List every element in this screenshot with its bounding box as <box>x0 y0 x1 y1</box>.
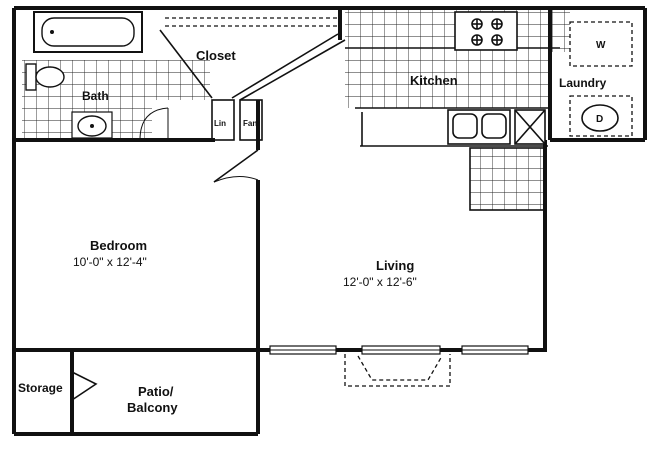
living-dims: 12'-0" x 12'-6" <box>343 275 417 289</box>
laundry-label: Laundry <box>559 76 607 90</box>
bedroom-label: Bedroom <box>90 238 147 253</box>
doors <box>71 107 259 401</box>
room-labels: Closet Bath Kitchen Laundry Lin Fan Bedr… <box>18 48 607 415</box>
dryer-mark: D <box>596 114 603 125</box>
balcony-label: Balcony <box>127 400 178 415</box>
washer-mark: W <box>596 40 606 51</box>
patio-label: Patio/ <box>138 384 174 399</box>
closet-label: Closet <box>196 48 236 63</box>
kitchen-fixtures <box>447 11 546 145</box>
living-label: Living <box>376 258 414 273</box>
bath-fixtures <box>25 11 143 139</box>
bath-label: Bath <box>82 89 109 103</box>
bedroom-dims: 10'-0" x 12'-4" <box>73 255 147 269</box>
fan-label: Fan <box>243 119 257 128</box>
kitchen-label: Kitchen <box>410 73 458 88</box>
linen-label: Lin <box>214 119 226 128</box>
windows <box>269 345 529 387</box>
storage-label: Storage <box>18 381 63 395</box>
laundry-fixtures: W D <box>569 21 633 137</box>
